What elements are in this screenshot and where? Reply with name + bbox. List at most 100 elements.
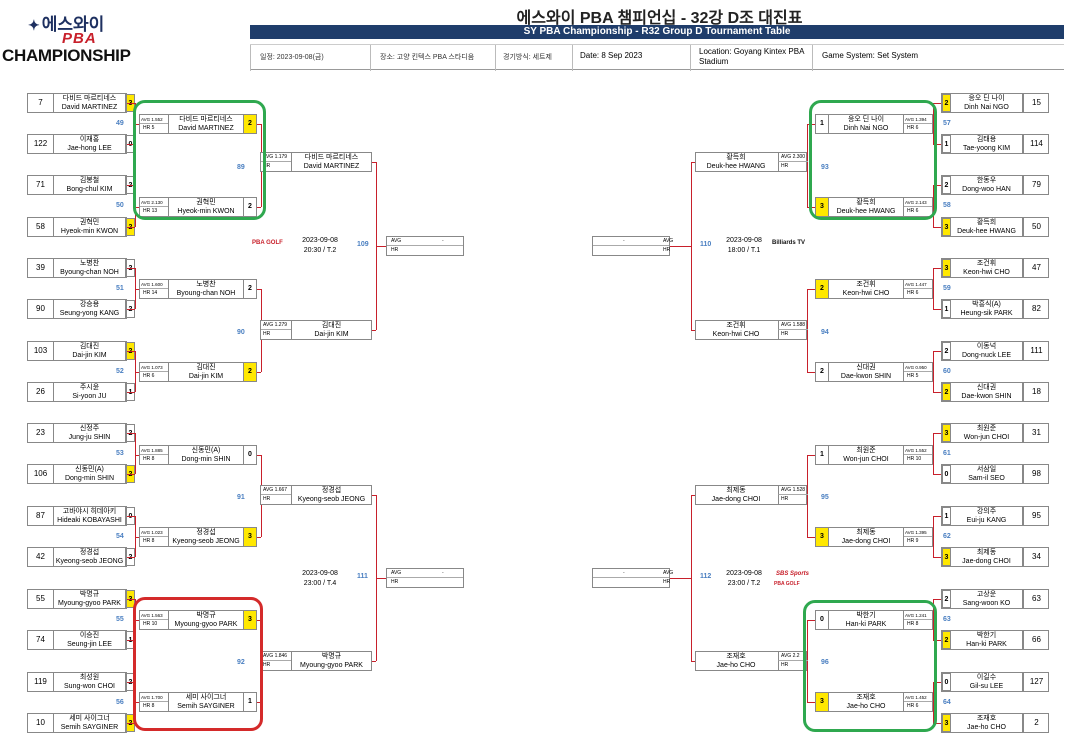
bracket-line [933,682,941,683]
match-number: 111 [357,573,368,580]
player-name-kr: 정경섭 [321,487,342,494]
avg-label: AVG [593,237,673,246]
player-name-en: Bong-chul KIM [66,186,113,193]
seed-number: 66 [1023,631,1049,649]
bracket-line [933,474,941,475]
bracket-line [127,557,135,558]
bracket-line [691,162,692,330]
player-name-en: Deuk-hee HWANG [836,208,896,215]
set-score: 2 [942,383,951,401]
bracket-line [135,620,139,621]
bracket-line [135,124,139,125]
match-number: 58 [943,202,951,209]
player-name-en: Dai-jin KIM [72,352,107,359]
seed-number: 106 [28,465,54,483]
set-score: 2 [942,94,951,112]
hr-value: HR [263,163,271,169]
player-name-kr: 신동민(A) [75,466,104,473]
player-name-en: Semih SAYGINER [177,703,235,710]
player-name-en: Han-ki PARK [845,621,887,628]
player-name-kr: 김대진 [79,343,100,350]
bracket-line [135,537,139,538]
player-name-kr: 조재호 [726,653,746,660]
bracket-line [127,309,135,310]
set-score: 1 [816,446,828,464]
bracket-line [127,268,135,269]
set-score: 1 [942,507,951,525]
player-name-en: Jae-hong LEE [67,145,112,152]
set-score: 2 [942,342,951,360]
bracket-line [933,103,934,144]
match-number: 53 [116,449,124,457]
bracket-line [933,516,934,557]
player-name-kr: 응오 딘 나이 [968,95,1005,102]
schedule-date: 2023-09-08 [726,570,762,577]
player-name-en: Jae-dong CHOI [962,558,1011,565]
seed-number: 122 [28,135,54,153]
player-name-en: Won-jun CHOI [963,434,1010,441]
player-name-en: David MARTINEZ [303,163,360,170]
bracket-line [807,124,808,207]
bracket-line [807,289,815,290]
player-name-en: Jae-dong CHOI [711,496,761,503]
bracket-line [135,351,136,392]
info-sys-kr: 경기방식: 세트제 [503,54,552,61]
sf-dash: - [442,570,444,576]
schedule-block: 2023-09-08 23:00 / T.2 [714,569,774,589]
set-score: 1 [942,135,951,153]
set-score: 3 [244,528,256,546]
match-number: 61 [943,449,951,457]
set-score: 2 [942,590,951,608]
bracket-line [933,185,934,227]
match-number: 95 [821,494,829,501]
bracket-line [807,702,815,703]
player-name-en: Deuk-hee HWANG [957,228,1016,235]
match-number: 94 [821,328,829,336]
seed-number: 47 [1023,259,1049,277]
player-name-en: David MARTINEZ [61,104,118,111]
bracket-line [135,433,136,474]
player-name-kr: 신정주 [79,425,100,432]
player-name-en: Keon-hwi CHO [842,290,890,297]
logo-korean: ✦에스와이 [28,15,105,34]
set-score: 3 [942,259,951,277]
schedule-date: 2023-09-08 [726,237,762,244]
bracket-line [933,185,941,186]
avg-value: AVG 1.885 [140,446,168,455]
avg-value: AVG 1.667 [261,486,291,495]
match-number: 56 [116,698,124,706]
match-number: 96 [821,659,829,666]
hr-value: HR 9 [907,538,919,544]
bracket-line [127,723,135,724]
match-number: 54 [116,532,124,540]
seed-number: 114 [1023,135,1049,153]
player-name-en: Deuk-hee HWANG [706,163,766,170]
avg-value: AVG 1.279 [261,321,291,330]
schedule-time: 23:00 / T.2 [727,580,761,587]
